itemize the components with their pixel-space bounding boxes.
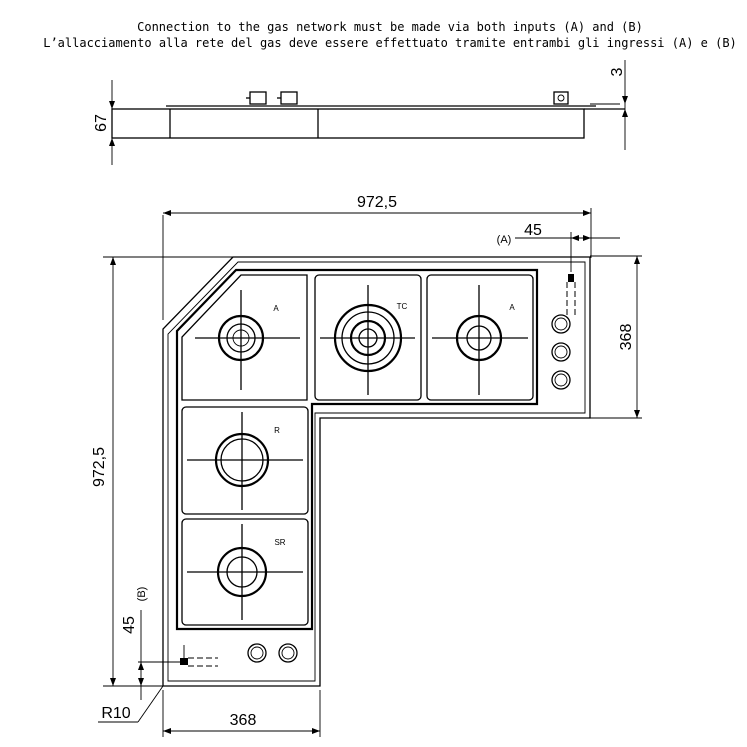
burner-label-aux-2: A (509, 303, 515, 312)
side-offset-label: 3 (609, 67, 626, 76)
burner-label-aux-1: A (273, 304, 279, 313)
inlet-a-label: (A) (497, 234, 512, 246)
bottom-width-dimension: 368 (162, 690, 321, 737)
burner-label-sr: SR (274, 538, 285, 547)
side-height-label: 67 (93, 114, 110, 132)
burner-label-tc: TC (397, 302, 408, 311)
corner-radius-callout: R10 (98, 685, 164, 723)
burner-label-r: R (274, 426, 280, 435)
corner-radius-label: R10 (101, 705, 130, 722)
side-view-fitting-1 (246, 91, 267, 105)
side-view-fitting-2 (277, 91, 298, 105)
right-control-knobs (551, 314, 571, 390)
overall-height-label: 972,5 (91, 447, 108, 487)
inlet-a-offset-label: 45 (524, 222, 542, 239)
note-english: Connection to the gas network must be ma… (137, 20, 643, 34)
inlet-b-offset-label: 45 (121, 616, 138, 634)
overall-width-label: 972,5 (357, 194, 397, 211)
height-dimension: 972,5 (91, 256, 240, 687)
gas-inlet-a: 45 (A) (497, 222, 620, 315)
gas-inlet-b: 45 (B) (121, 587, 218, 700)
width-dimension: 972,5 (162, 194, 592, 320)
right-wing-depth-label: 368 (618, 324, 635, 351)
burner-rapid (187, 412, 303, 510)
right-depth-dimension: 368 (590, 255, 642, 419)
side-view-fitting-3 (553, 91, 569, 105)
bottom-control-knobs (247, 643, 298, 663)
side-view: 67 3 (93, 60, 628, 165)
grid-cells (181, 274, 534, 626)
burner-triple-crown (320, 285, 415, 395)
side-view-body (111, 108, 585, 139)
pan-support-frame (175, 268, 539, 631)
burner-auxiliary-2 (432, 285, 528, 395)
burner-auxiliary-1 (195, 290, 300, 390)
inlet-b-label: (B) (136, 587, 148, 602)
note-italian: L’allacciamento alla rete del gas deve e… (43, 36, 737, 50)
bottom-wing-width-label: 368 (230, 712, 257, 729)
hob-outline (162, 256, 591, 687)
burner-semi-rapid (187, 524, 303, 620)
